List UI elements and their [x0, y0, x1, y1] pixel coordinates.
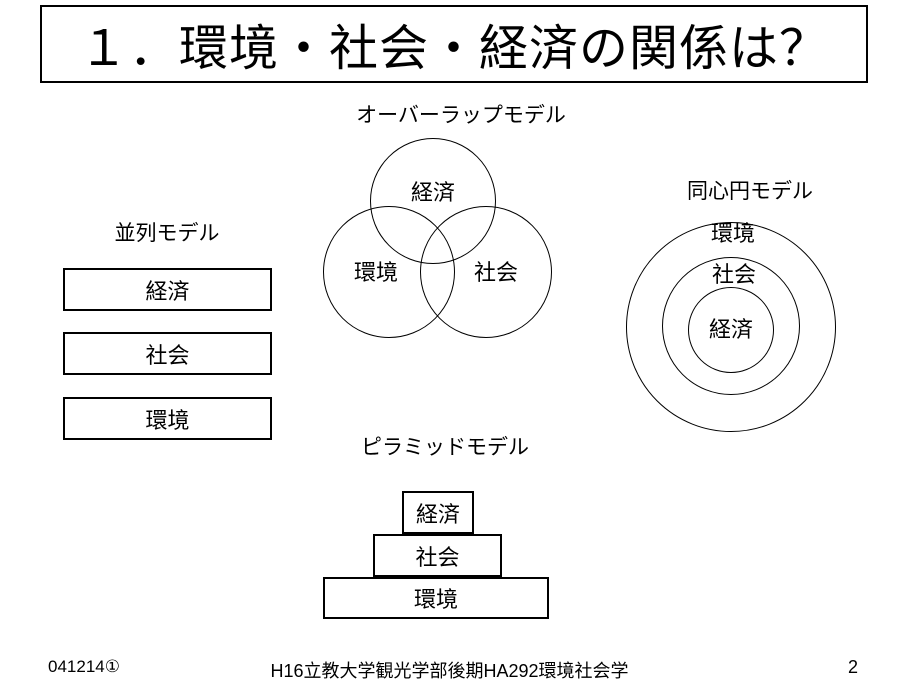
- concentric-model-heading: 同心円モデル: [687, 180, 813, 203]
- pyramid-label-environment: 環境: [413, 587, 458, 612]
- overlap-model-heading: オーバーラップモデル: [356, 104, 566, 127]
- concentric-label-society: 社会: [711, 262, 757, 287]
- pyramid-layer-society: 社会: [373, 534, 502, 577]
- parallel-label-economy: 経済: [145, 278, 190, 304]
- footer-course-title: H16立教大学観光学部後期HA292環境社会学: [270, 661, 629, 681]
- pyramid-layer-environment: 環境: [323, 577, 549, 619]
- concentric-label-economy: 経済: [708, 317, 754, 342]
- footer-page-number: 2: [848, 657, 859, 677]
- parallel-label-environment: 環境: [145, 407, 190, 433]
- title-box: １．環境・社会・経済の関係は？: [40, 5, 868, 83]
- overlap-label-society: 社会: [473, 260, 519, 285]
- parallel-label-society: 社会: [145, 342, 190, 368]
- overlap-label-economy: 経済: [410, 180, 456, 205]
- slide-title: １．環境・社会・経済の関係は？: [78, 21, 829, 76]
- concentric-circle-environment: [626, 222, 836, 432]
- concentric-label-environment: 環境: [710, 221, 756, 246]
- pyramid-model-heading: ピラミッドモデル: [361, 436, 529, 459]
- concentric-circle-economy: [688, 287, 774, 373]
- pyramid-layer-economy: 経済: [402, 491, 474, 534]
- footer-date-code: 041214①: [48, 657, 120, 676]
- concentric-circle-society: [662, 257, 800, 395]
- parallel-box-society: 社会: [63, 332, 272, 375]
- parallel-box-economy: 経済: [63, 268, 272, 311]
- pyramid-label-economy: 経済: [415, 501, 460, 527]
- overlap-label-environment: 環境: [353, 260, 399, 285]
- parallel-model-heading: 並列モデル: [114, 222, 220, 245]
- pyramid-label-society: 社会: [415, 544, 460, 570]
- parallel-box-environment: 環境: [63, 397, 272, 440]
- overlap-circle-society: [420, 206, 552, 338]
